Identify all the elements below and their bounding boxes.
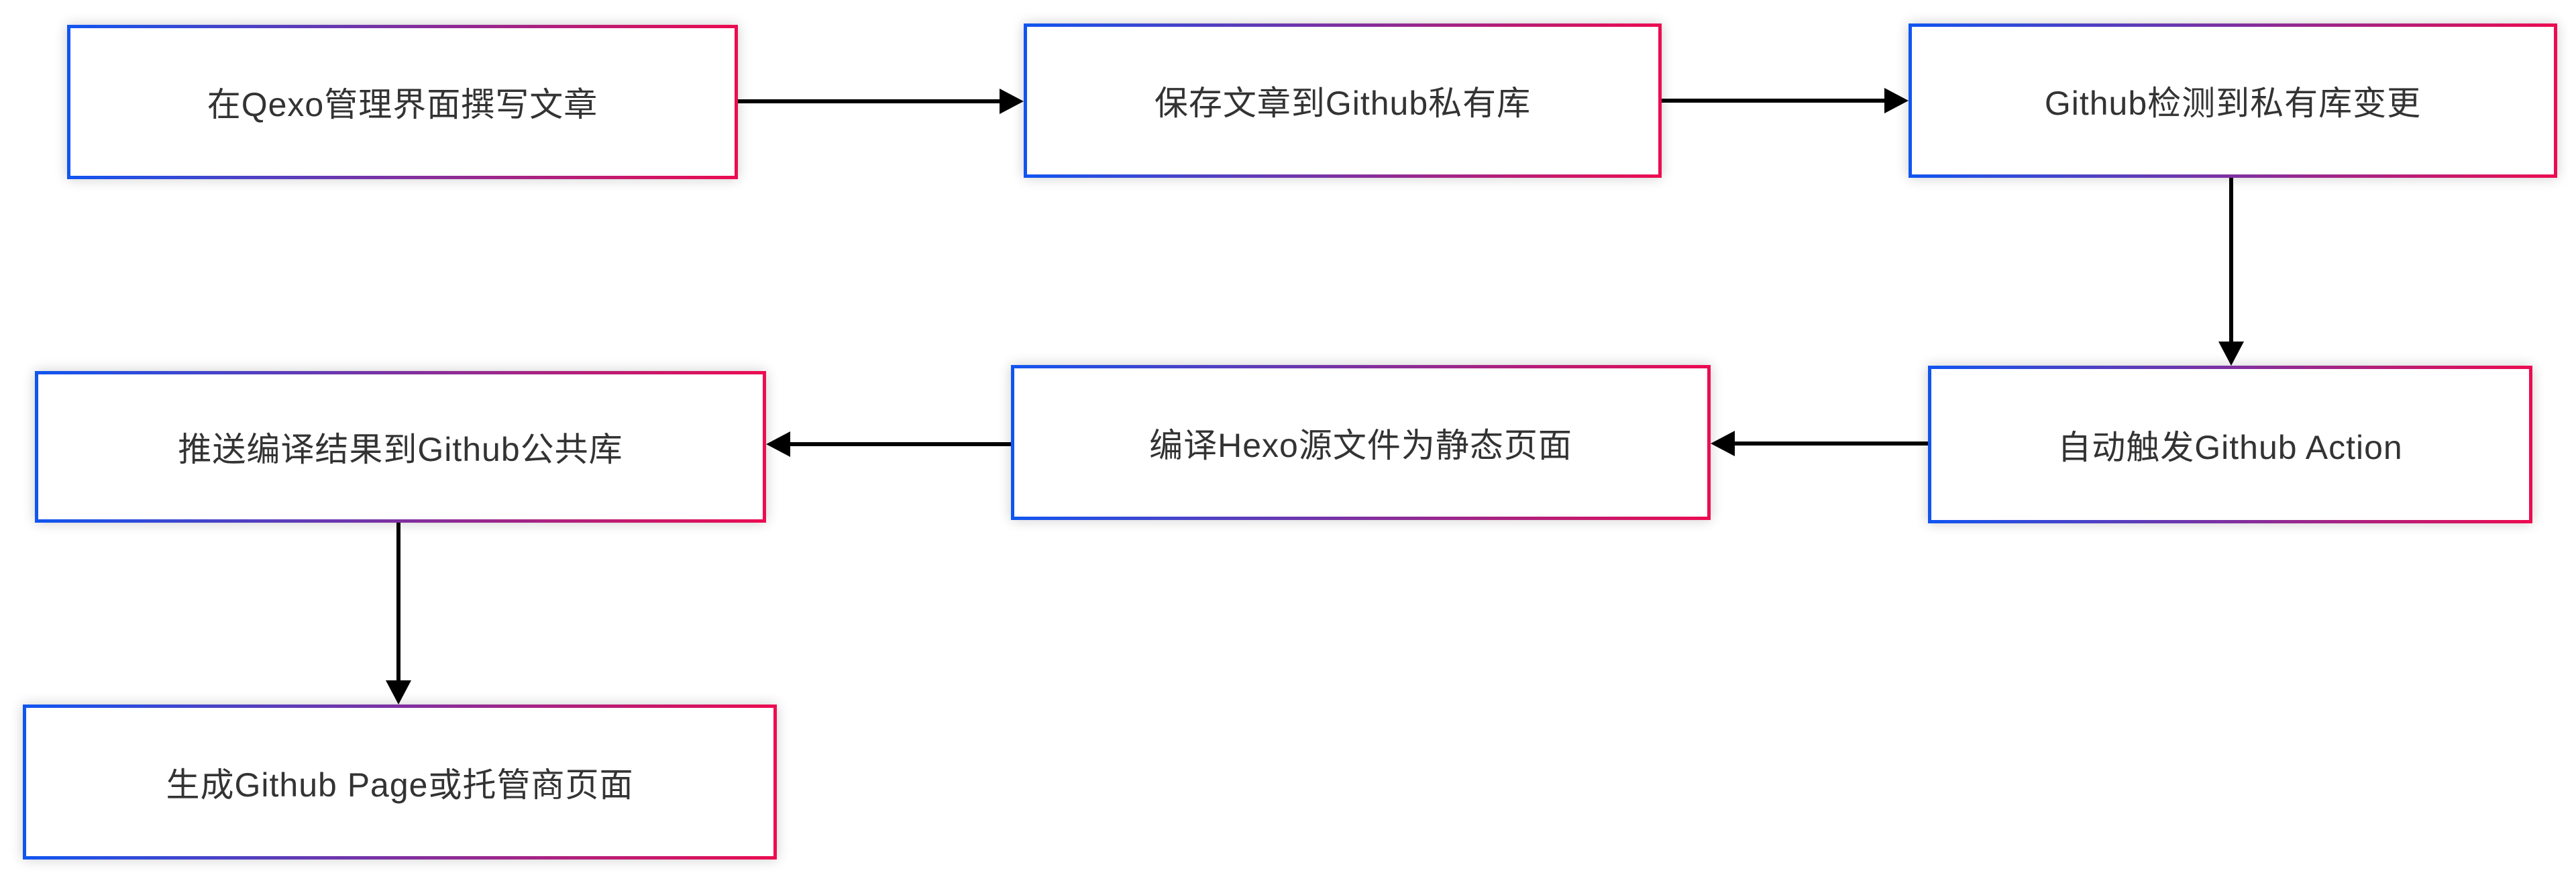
- node-trigger-github-action: 自动触发Github Action: [1928, 366, 2532, 523]
- arrow-line: [1662, 99, 1886, 103]
- node-compile-hexo-source: 编译Hexo源文件为静态页面: [1011, 365, 1711, 520]
- node-push-to-public-repo: 推送编译结果到Github公共库: [35, 371, 766, 523]
- arrowhead-right-icon: [1884, 88, 1909, 113]
- arrowhead-down-icon: [2218, 342, 2244, 366]
- arrow-line: [396, 523, 400, 682]
- arrow-line: [1733, 441, 1928, 446]
- arrowhead-right-icon: [1000, 89, 1024, 114]
- arrow-line: [738, 99, 1001, 103]
- arrowhead-left-icon: [1711, 431, 1735, 456]
- node-write-article: 在Qexo管理界面撰写文章: [67, 25, 738, 179]
- arrow-line: [789, 442, 1011, 446]
- arrow-line: [2229, 178, 2233, 343]
- node-generate-github-page: 生成Github Page或托管商页面: [23, 705, 777, 860]
- node-save-to-private-repo: 保存文章到Github私有库: [1024, 23, 1662, 178]
- arrowhead-left-icon: [766, 431, 790, 457]
- arrowhead-down-icon: [386, 680, 411, 705]
- node-detect-private-repo-change: Github检测到私有库变更: [1909, 23, 2557, 178]
